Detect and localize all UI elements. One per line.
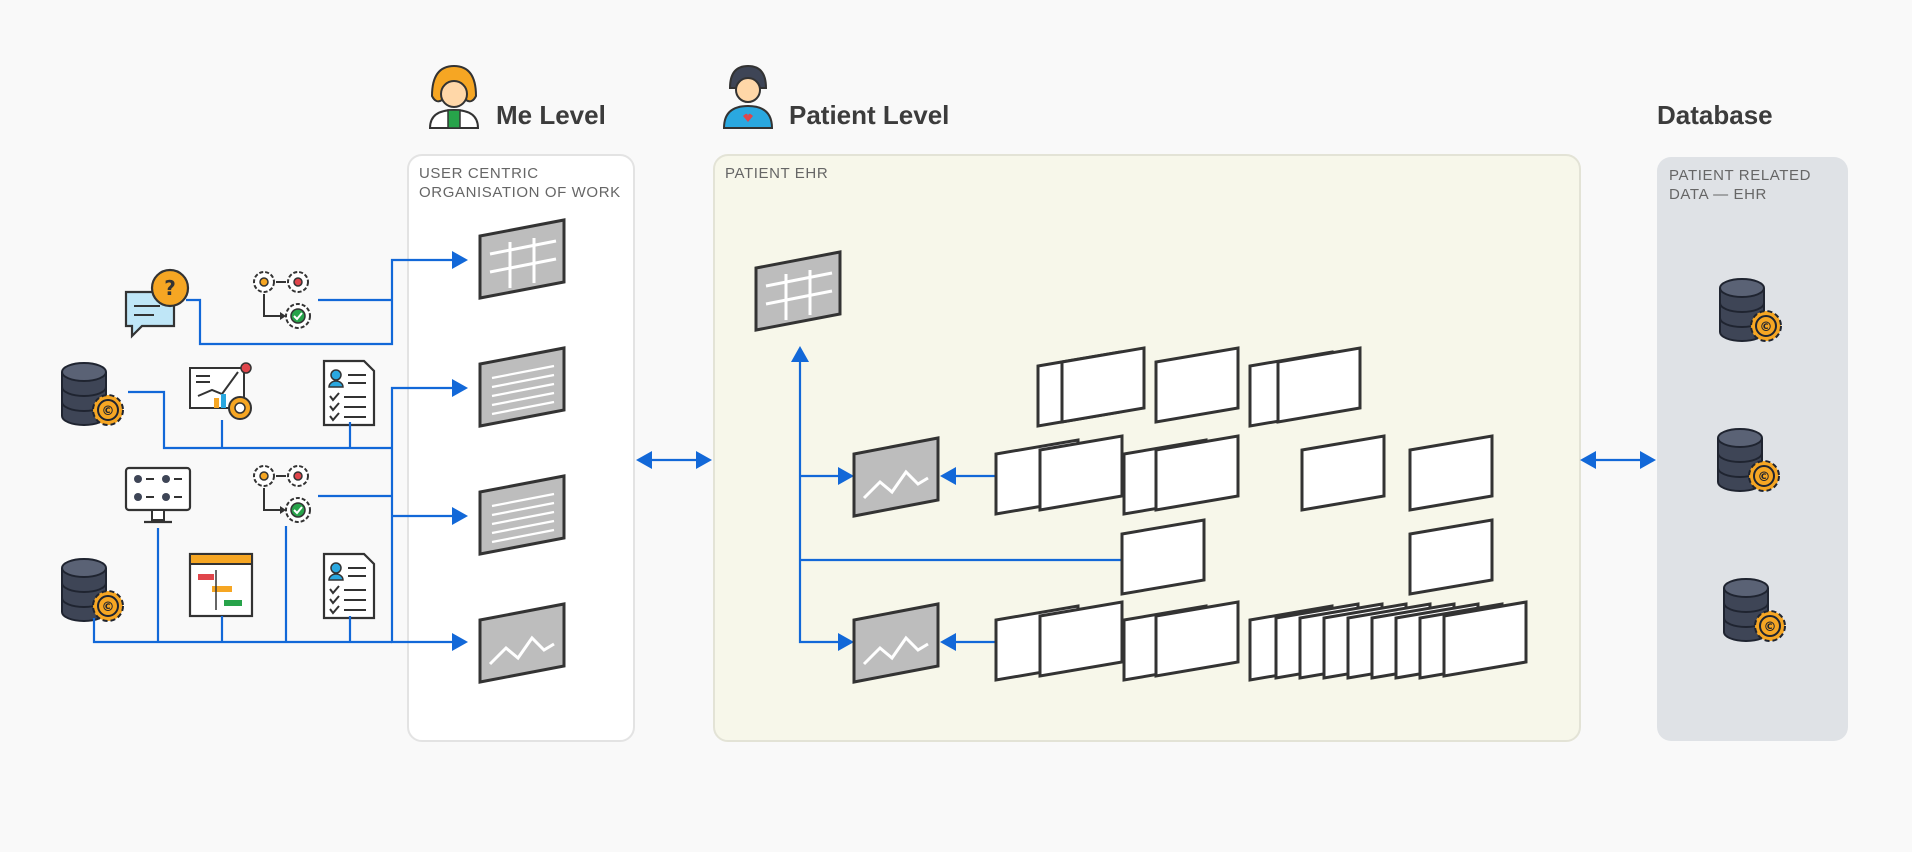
me-patient-sync-arrow	[636, 451, 712, 469]
db-panel-caption-line2: DATA — EHR	[1669, 186, 1767, 203]
patient-flow-lines	[791, 346, 1124, 651]
question-chat-icon: ?	[124, 268, 190, 339]
timeline-board-icon	[188, 552, 254, 618]
database-gear-icon-2	[61, 558, 124, 622]
checklist-document-icon	[322, 359, 376, 427]
svg-text:?: ?	[164, 276, 176, 300]
database-header: Database	[1657, 100, 1773, 130]
me-level-panel: USER CENTRIC ORGANISATION OF WORK	[407, 154, 635, 742]
db-panel-caption-line1: PATIENT RELATED	[1669, 167, 1811, 184]
patient-database-sync-arrow	[1580, 451, 1656, 469]
patient-panel-caption: PATIENT EHR	[725, 165, 828, 182]
patient-ehr-panel: PATIENT EHR	[713, 154, 1581, 742]
patient-level-header: Patient Level	[789, 100, 949, 130]
team-monitor-icon	[124, 466, 192, 524]
workflow-gears-icon-2	[253, 465, 311, 523]
checklist-document-icon-2	[322, 552, 376, 620]
database-gear-icon	[61, 362, 124, 426]
analytics-report-icon	[189, 362, 252, 420]
patient-avatar-icon	[722, 64, 774, 129]
me-level-header: Me Level	[496, 100, 606, 130]
me-panel-caption-line2: ORGANISATION OF WORK	[419, 184, 621, 201]
me-level-flow-lines	[92, 251, 468, 651]
doctor-avatar-icon	[428, 64, 480, 129]
workflow-gears-icon	[253, 271, 311, 329]
me-panel-caption-line1: USER CENTRIC	[419, 165, 539, 182]
